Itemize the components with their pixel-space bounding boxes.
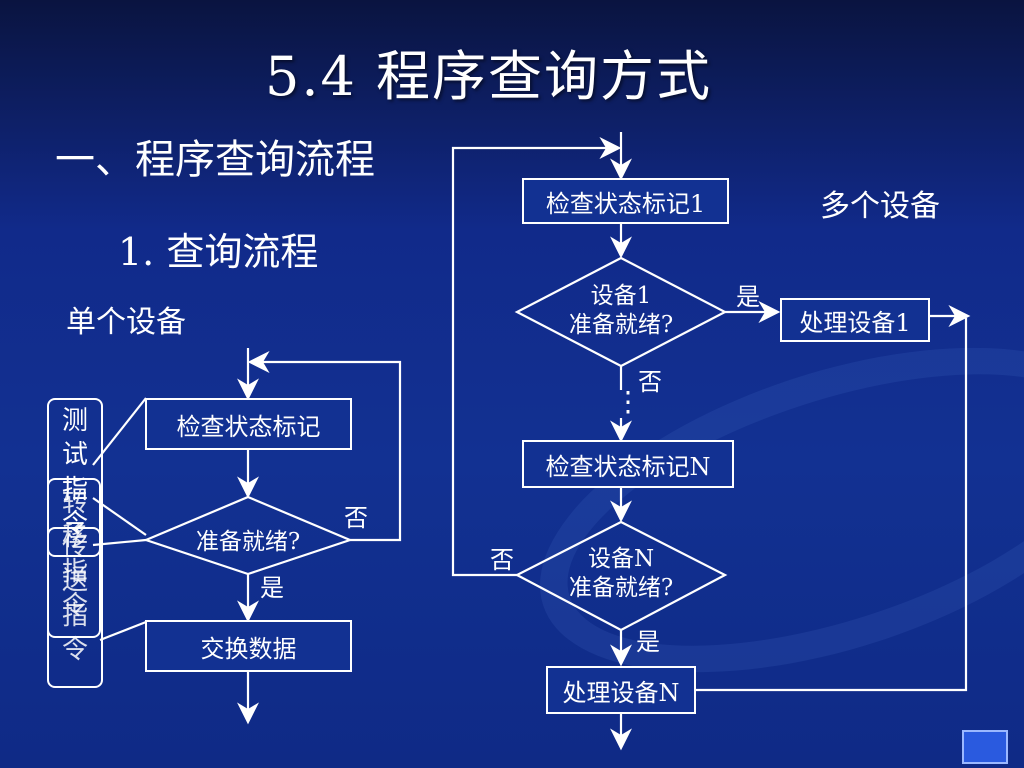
- no-1-label: 否: [638, 368, 662, 396]
- side-instruction-frame-mid: [47, 527, 101, 557]
- decision-1-line2: 准备就绪?: [568, 311, 674, 338]
- next-slide-icon[interactable]: [962, 730, 1008, 764]
- single-check-status-box: 检查状态标记: [145, 398, 352, 450]
- slide-title: 5.4 程序查询方式: [265, 45, 713, 108]
- transfer-instruction-text: 传送指令: [61, 532, 88, 665]
- single-device-label: 单个设备: [66, 305, 186, 340]
- single-exchange-box: 交换数据: [145, 620, 352, 672]
- single-decision-text: 准备就绪?: [195, 529, 301, 555]
- subsection-heading: 1. 查询流程: [118, 230, 319, 274]
- no-n-label: 否: [490, 546, 514, 574]
- process-device-1-box: 处理设备1: [780, 298, 930, 342]
- section-heading: 一、程序查询流程: [55, 137, 375, 183]
- single-no-label: 否: [344, 504, 368, 532]
- side-instruction-frame-inner: [47, 478, 101, 638]
- multi-device-label: 多个设备: [820, 189, 940, 224]
- process-device-n-box: 处理设备N: [546, 666, 696, 714]
- yes-1-label: 是: [736, 283, 760, 311]
- decision-n-line2: 准备就绪?: [568, 574, 674, 601]
- decision-1-text: 设备1 准备就绪?: [551, 282, 691, 340]
- check-status-n-box: 检查状态标记N: [522, 440, 734, 488]
- decision-n-text: 设备N 准备就绪?: [551, 545, 691, 603]
- single-yes-label: 是: [260, 574, 284, 602]
- check-status-1-box: 检查状态标记1: [522, 178, 729, 224]
- jump-instruction-text: 转移指令: [61, 488, 88, 621]
- decision-1-line1: 设备1: [590, 283, 652, 309]
- test-instruction-text: 测试指令: [61, 406, 88, 539]
- decision-n-line1: 设备N: [587, 546, 655, 572]
- yes-n-label: 是: [636, 628, 660, 656]
- ellipsis-vertical: ⋮: [614, 385, 642, 418]
